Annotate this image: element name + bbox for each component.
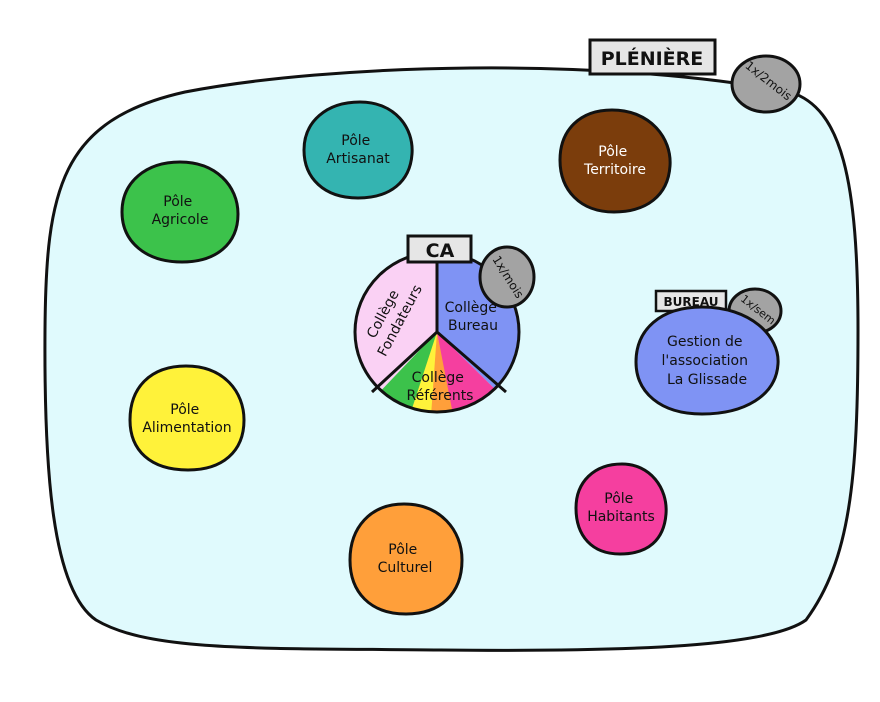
pole-habitants-line1: Pôle [604, 491, 633, 507]
bureau-group: 1x/sem BUREAU Gestion de l'association L… [634, 287, 783, 416]
pole-territoire: Pôle Territoire [558, 108, 672, 214]
pole-culturel-line1: Pôle [388, 542, 417, 558]
ca-tag: CA [406, 234, 473, 264]
pole-artisanat: Pôle Artisanat [302, 100, 414, 200]
svg-text:Gestion de l'association: Gestion de l'association La Glissade [662, 334, 753, 388]
pole-alimentation-line2: Alimentation [142, 420, 231, 436]
college-referents-line1: Collège [412, 370, 464, 386]
pole-agricole: Pôle Agricole [120, 160, 240, 264]
pole-alimentation-line1: Pôle [170, 402, 199, 418]
pole-artisanat-line1: Pôle [341, 133, 370, 149]
pole-alimentation: Pôle Alimentation [128, 364, 246, 472]
pole-territoire-line1: Pôle [598, 144, 627, 160]
college-bureau-line2: Bureau [448, 318, 498, 334]
pole-agricole-line1: Pôle [163, 194, 192, 210]
bureau-text-line2: l'association [662, 353, 748, 369]
ca-label: CA [426, 240, 455, 262]
pole-territoire-line2: Territoire [583, 162, 646, 178]
pole-culturel: Pôle Culturel [348, 502, 464, 616]
svg-text:Pôle Agricole: Pôle Agricole [152, 194, 209, 228]
svg-text:Collège Bureau: Collège Bureau [445, 300, 502, 334]
svg-text:Pôle Culturel: Pôle Culturel [378, 542, 433, 576]
bureau-text-line3: La Glissade [667, 372, 747, 388]
pleniere-tag: PLÉNIÈRE [588, 38, 717, 76]
college-referents-line2: Référents [407, 388, 474, 404]
svg-text:Pôle Habitants: Pôle Habitants [587, 491, 655, 525]
pole-artisanat-line2: Artisanat [326, 151, 390, 167]
bureau-label: BUREAU [664, 295, 719, 309]
college-bureau-line1: Collège [445, 300, 497, 316]
pole-habitants-line2: Habitants [587, 509, 655, 525]
pleniere-frequency-badge: 1x/2mois [730, 54, 802, 114]
pole-habitants: Pôle Habitants [574, 462, 668, 556]
ca-pie: Collège Fondateurs Collège Bureau Collèg… [353, 250, 521, 414]
pole-culturel-line2: Culturel [378, 560, 433, 576]
bureau-text-line1: Gestion de [667, 334, 743, 350]
svg-text:Collège Référents: Collège Référents [407, 370, 474, 404]
svg-text:Pôle Artisanat: Pôle Artisanat [326, 133, 390, 167]
svg-text:Pôle Alimentation: Pôle Alimentation [142, 402, 231, 436]
pole-agricole-line2: Agricole [152, 212, 209, 228]
bureau-circle [634, 305, 780, 416]
svg-text:Pôle Territoire: Pôle Territoire [583, 144, 646, 178]
pleniere-label: PLÉNIÈRE [601, 47, 704, 70]
ca-frequency-badge: 1x/mois [478, 245, 536, 309]
